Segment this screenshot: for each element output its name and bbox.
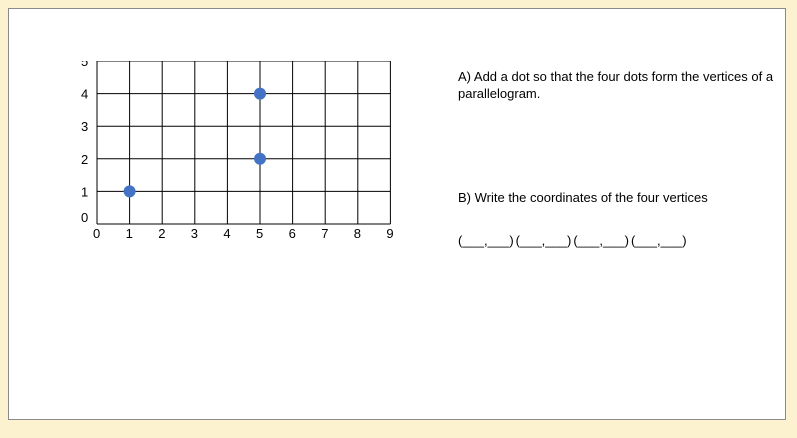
x-tick-label: 2 — [158, 226, 165, 241]
x-tick-label: 6 — [289, 226, 296, 241]
blank-pair-2[interactable]: (___,___) — [515, 233, 572, 248]
y-tick-label: 4 — [81, 87, 88, 102]
x-tick-label: 4 — [223, 226, 230, 241]
x-tick-label: 5 — [256, 226, 263, 241]
x-tick-label: 3 — [191, 226, 198, 241]
question-a: A) Add a dot so that the four dots form … — [458, 69, 774, 101]
y-tick-label: 1 — [81, 184, 88, 199]
worksheet-card: 0 1 2 3 4 5 6 7 8 9 0 1 2 3 4 5 A) Add a dot so that th… — [8, 8, 786, 420]
blank-pair-4[interactable]: (___,___) — [630, 233, 687, 248]
y-tick-label: 0 — [81, 210, 88, 225]
plotted-dot[interactable] — [254, 87, 266, 100]
blank-pair-1[interactable]: (___,___) — [458, 233, 514, 248]
x-tick-label: 0 — [93, 226, 100, 241]
x-tick-label: 7 — [321, 226, 328, 241]
coordinate-grid[interactable]: 0 1 2 3 4 5 6 7 8 9 0 1 2 3 4 5 — [69, 61, 409, 271]
x-tick-label: 8 — [354, 226, 361, 241]
x-tick-label: 1 — [126, 226, 133, 241]
question-b: B) Write the coordinates of the four ver… — [458, 190, 708, 205]
plotted-dot[interactable] — [254, 152, 266, 165]
y-tick-label: 3 — [81, 119, 88, 134]
coordinate-blanks: (___,___) (___,___) (___,___) (___,___) — [458, 233, 689, 248]
y-tick-label: 5 — [81, 61, 88, 69]
plotted-dot[interactable] — [123, 185, 136, 198]
y-tick-label: 2 — [81, 152, 88, 167]
blank-pair-3[interactable]: (___,___) — [573, 233, 629, 248]
x-tick-label: 9 — [386, 226, 393, 241]
